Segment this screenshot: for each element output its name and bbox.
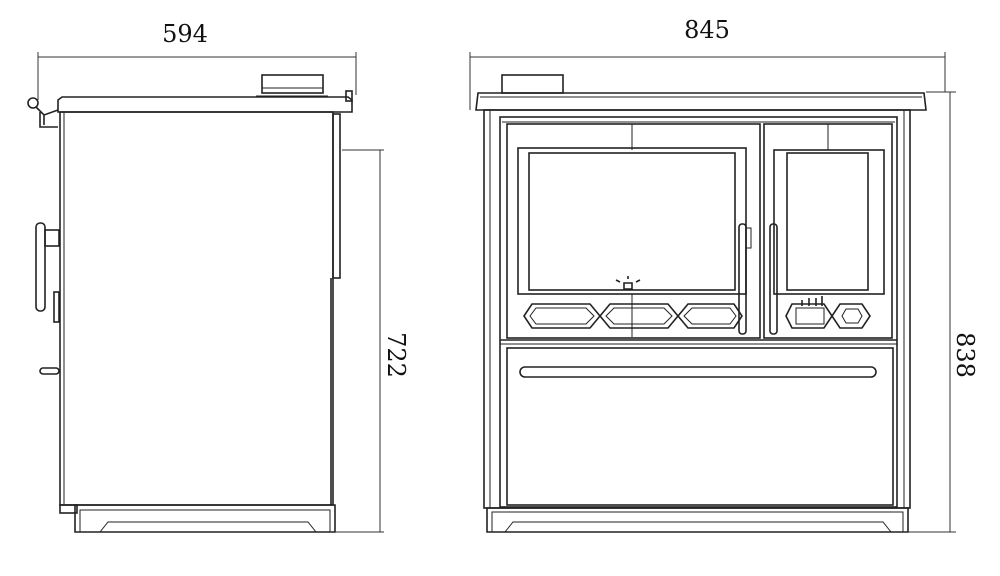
firebox-door-handle: [738, 223, 747, 335]
dimension-845: 845: [469, 16, 946, 110]
lever-knob: [27, 97, 39, 109]
firebox-glass: [528, 152, 736, 291]
side-door-handle: [35, 222, 46, 312]
side-height-label: 722: [382, 332, 410, 378]
side-base: [74, 504, 336, 533]
oven-door-handle: [769, 223, 778, 335]
front-width-label: 845: [684, 16, 730, 44]
dimension-594: 594: [37, 20, 357, 100]
side-body: [59, 111, 334, 506]
side-width-label: 594: [162, 20, 208, 48]
inner-frame: [499, 116, 898, 508]
firebox-door: [506, 123, 761, 339]
front-height-label: 838: [951, 332, 979, 378]
dimension-722: 722: [335, 149, 410, 533]
hob-lid-front: [501, 74, 564, 94]
top-plate: [57, 96, 353, 113]
ornament: [523, 303, 743, 329]
ash-knob: [39, 367, 60, 375]
drawer-handle: [519, 366, 877, 378]
side-view: 594 722: [27, 20, 410, 533]
front-view: 845: [469, 16, 979, 533]
dimension-838: 838: [908, 91, 979, 533]
hob-lid: [261, 74, 324, 94]
front-top-plate: [475, 92, 927, 111]
upper-oven-door: [763, 123, 893, 339]
lower-drawer: [506, 347, 894, 506]
oven-glass: [786, 152, 869, 291]
rear-panel: [332, 113, 341, 279]
